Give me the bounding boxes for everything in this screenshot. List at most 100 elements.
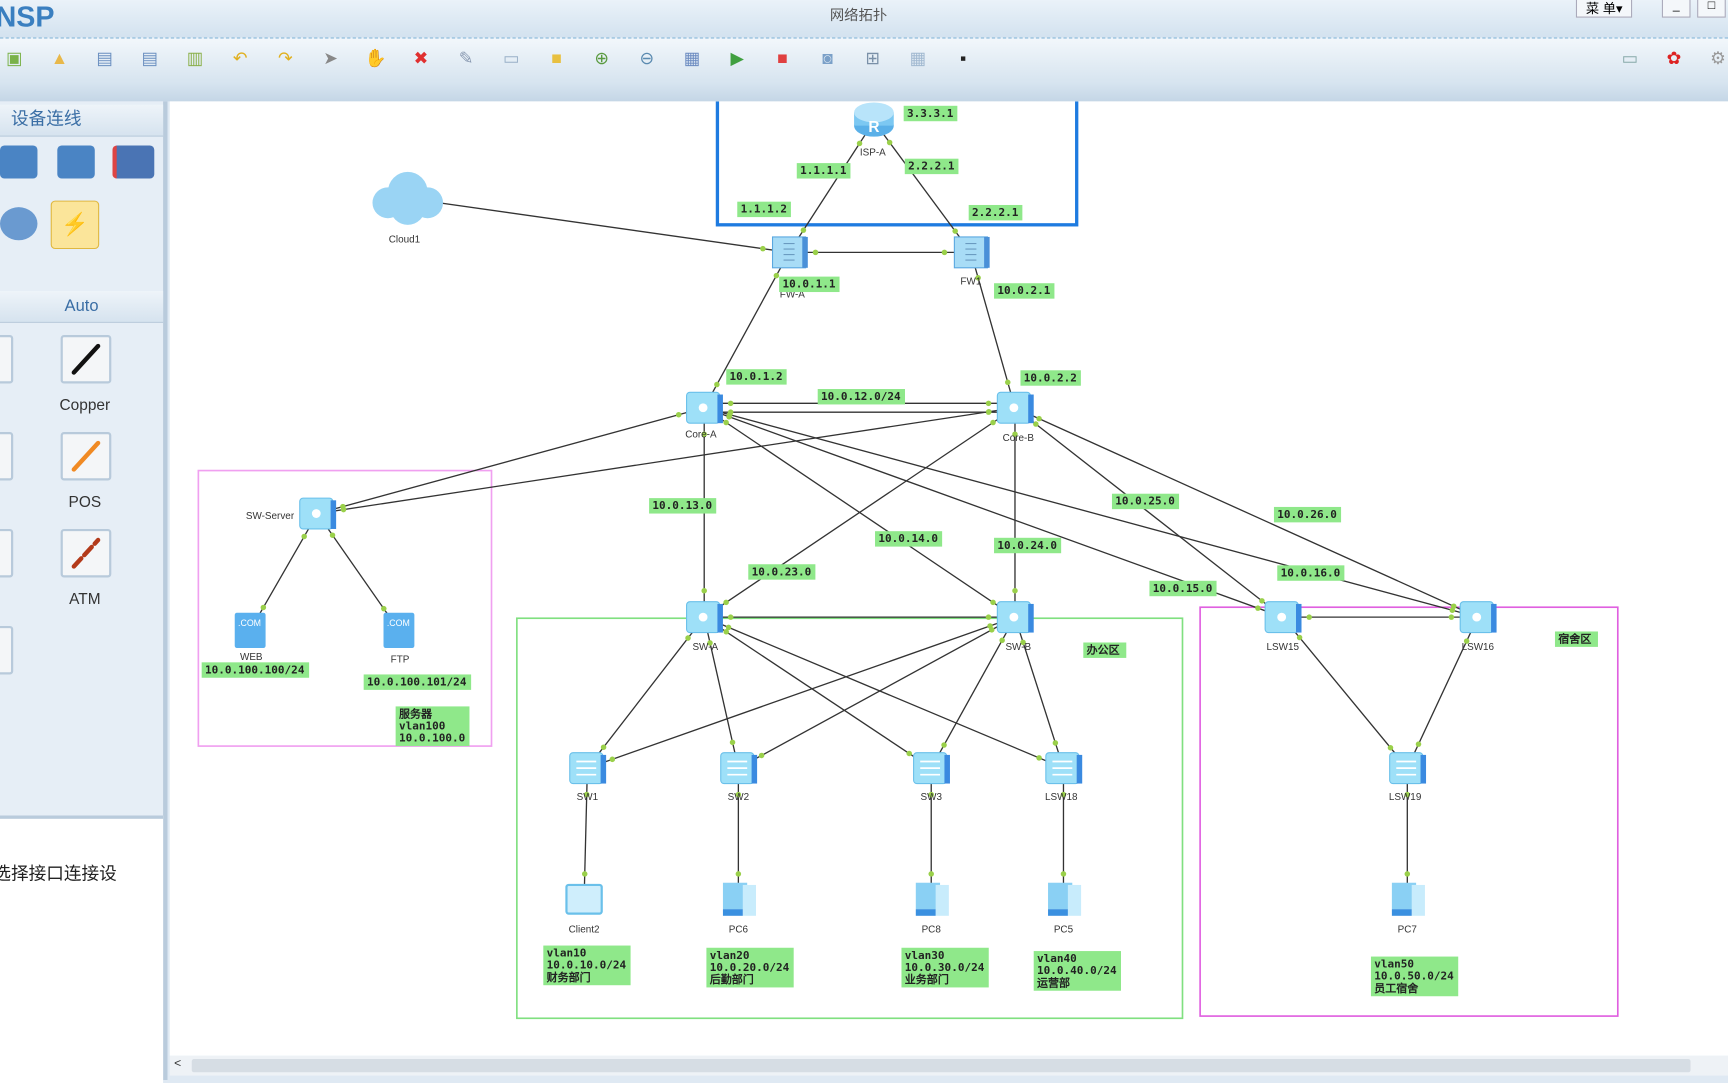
topology-icon[interactable]: ⊞ — [865, 49, 881, 69]
label-isp_a[interactable]: 1.1.1.1 — [796, 163, 851, 179]
device-cloud1[interactable]: Cloud1 — [372, 171, 444, 246]
label-dorm[interactable]: 宿舍区 — [1554, 631, 1598, 647]
redo-icon[interactable]: ↷ — [278, 49, 293, 69]
firewall-icon[interactable] — [771, 236, 808, 269]
switch-icon[interactable] — [1389, 752, 1427, 785]
device-lsw16[interactable]: LSW16 — [1459, 601, 1497, 653]
switch-icon[interactable] — [913, 752, 950, 785]
wireless-category-icon[interactable] — [57, 145, 95, 179]
select-pointer-icon[interactable]: ➤ — [323, 49, 338, 69]
device-sw-b[interactable]: SW-B — [996, 601, 1034, 653]
server-icon[interactable]: .COM — [234, 612, 266, 648]
cable-e1-button[interactable] — [0, 528, 14, 578]
l3switch-icon[interactable] — [996, 601, 1034, 634]
print-icon[interactable]: ▥ — [186, 49, 204, 69]
label-isp_b[interactable]: 2.2.2.1 — [904, 158, 959, 175]
label-n13[interactable]: 10.0.13.0 — [649, 498, 717, 514]
device-pc6[interactable]: PC6 — [722, 882, 756, 936]
text-note-icon[interactable]: ▭ — [503, 49, 520, 69]
link-sws-web[interactable] — [249, 513, 318, 631]
l3switch-icon[interactable] — [1264, 601, 1302, 634]
settings-icon[interactable]: ⚙ — [1710, 49, 1726, 69]
label-n15[interactable]: 10.0.15.0 — [1149, 580, 1217, 597]
open-icon[interactable]: ▲ — [50, 49, 69, 69]
device-lsw18[interactable]: LSW18 — [1045, 752, 1083, 803]
server-icon[interactable]: .COM — [383, 612, 415, 648]
client-icon[interactable] — [565, 883, 603, 915]
link-swa-sw1[interactable] — [586, 616, 705, 769]
menu-button[interactable]: 菜 单▾ — [1575, 0, 1633, 18]
pc-icon[interactable] — [722, 882, 756, 916]
restore-button[interactable]: □ — [1697, 0, 1726, 18]
start-device-icon[interactable]: ▶ — [730, 49, 745, 69]
device-sw2[interactable]: SW2 — [720, 752, 758, 803]
zoom-out-icon[interactable]: ⊖ — [639, 49, 655, 69]
link-lsw15-lsw19[interactable] — [1282, 616, 1408, 769]
device-sw-server[interactable]: SW-Server — [246, 497, 337, 530]
device-sw1[interactable]: SW1 — [569, 752, 607, 803]
grid-icon[interactable]: ▦ — [909, 49, 927, 69]
link-coreb-sws[interactable] — [317, 407, 1016, 515]
cable-serial-button[interactable] — [0, 431, 14, 481]
label-corea_up[interactable]: 10.0.1.2 — [726, 369, 787, 385]
stop-device-icon[interactable]: ■ — [777, 49, 788, 69]
switch-icon[interactable] — [1045, 752, 1083, 785]
link-cloud-fwa[interactable] — [407, 197, 790, 254]
pc-icon[interactable] — [915, 882, 949, 916]
horizontal-scrollbar[interactable]: < — [169, 1055, 1728, 1076]
firewall-category-icon[interactable] — [112, 145, 155, 179]
save-as-icon[interactable]: ▤ — [141, 49, 159, 69]
switch-icon[interactable] — [569, 752, 607, 785]
label-n14[interactable]: 10.0.14.0 — [875, 531, 943, 547]
device-core-a[interactable]: Core-A — [685, 391, 723, 441]
cli-icon[interactable]: ▪ — [960, 49, 967, 69]
label-core_link[interactable]: 10.0.12.0/24 — [817, 389, 905, 405]
label-ftp_ip[interactable]: 10.0.100.101/24 — [363, 674, 472, 690]
link-fwa-corea[interactable] — [703, 252, 790, 409]
cable-ctl-button[interactable] — [0, 625, 14, 675]
link-corea-lsw16[interactable] — [704, 407, 1479, 618]
link-sw1-client2[interactable] — [583, 768, 589, 901]
cable-copper-button[interactable] — [60, 335, 112, 384]
cable-category-icon[interactable]: ⚡ — [50, 200, 100, 250]
switch-icon[interactable] — [720, 752, 758, 785]
link-isp-fwa[interactable] — [788, 120, 875, 253]
link-coreb-swa[interactable] — [703, 407, 1016, 618]
cloud-icon[interactable] — [372, 171, 444, 225]
cable-pos-button[interactable] — [60, 431, 112, 481]
link-swa-sw2[interactable] — [703, 616, 740, 769]
device-fw-a[interactable]: FW-A — [771, 236, 808, 301]
label-fwa_up[interactable]: 1.1.1.2 — [737, 201, 791, 218]
huawei-logo-icon[interactable]: ✿ — [1666, 49, 1682, 69]
label-isp_lo[interactable]: 3.3.3.1 — [903, 105, 958, 122]
router-icon[interactable]: R — [854, 102, 894, 137]
l3switch-icon[interactable] — [686, 391, 723, 424]
link-swb-sw1[interactable] — [587, 616, 1016, 769]
capture-icon[interactable]: ◙ — [822, 49, 833, 69]
chat-icon[interactable]: ▭ — [1621, 49, 1639, 69]
isp-zone[interactable] — [715, 101, 1079, 227]
device-fw1[interactable]: FW1 — [953, 236, 990, 287]
cable-atm-button[interactable] — [60, 528, 112, 578]
l3switch-icon[interactable] — [299, 497, 337, 530]
link-swa-sw3[interactable] — [703, 616, 932, 769]
link-corea-sws[interactable] — [317, 407, 705, 515]
device-client2[interactable]: Client2 — [565, 883, 603, 935]
link-swa-lsw18[interactable] — [703, 616, 1064, 769]
device-sw-a[interactable]: SW-A — [686, 601, 723, 653]
device-pc8[interactable]: PC8 — [915, 882, 949, 936]
label-fw1_up[interactable]: 2.2.2.1 — [968, 204, 1023, 221]
office-zone[interactable] — [516, 617, 1184, 1020]
device-core-b[interactable]: Core-B — [996, 391, 1034, 444]
new-topology-icon[interactable]: ▣ — [5, 49, 23, 69]
label-office[interactable]: 办公区 — [1083, 642, 1127, 658]
scroll-left-icon[interactable]: < — [174, 1056, 182, 1071]
palette-icon[interactable]: ■ — [551, 49, 562, 69]
